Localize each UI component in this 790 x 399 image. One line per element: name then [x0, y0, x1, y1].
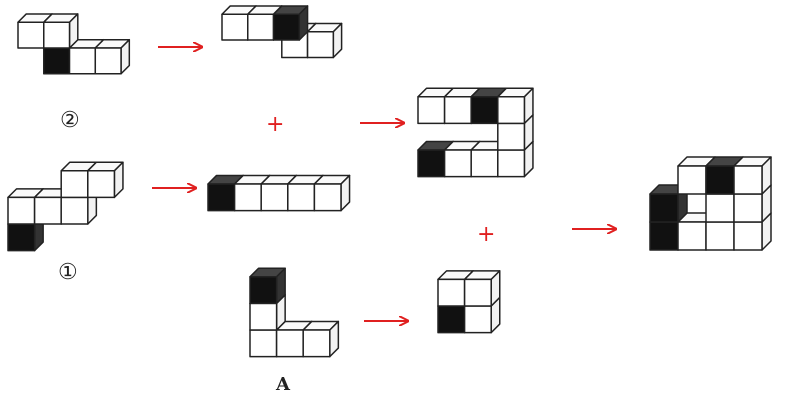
cube-front-face [7, 196, 36, 225]
cube-front-face [17, 21, 45, 49]
cube-front-face [94, 47, 122, 75]
piece-label-a: A [276, 374, 290, 395]
combined-2-1 [417, 87, 534, 178]
cube-front-face [306, 30, 335, 59]
cube-front-face [233, 183, 262, 212]
cube-front-face [705, 221, 735, 251]
cube-front-face [60, 196, 89, 225]
cube-front-face [463, 278, 492, 307]
plus-sign-top: + [266, 112, 285, 137]
cube-front-face [443, 149, 472, 178]
cube-front-face [437, 305, 466, 334]
cube-front-face [60, 170, 89, 199]
cube-front-face [87, 170, 116, 199]
piece-2-original [17, 13, 131, 75]
cube-front-face [705, 193, 735, 223]
cube-front-face [463, 305, 492, 334]
piece-a-original [249, 267, 340, 358]
cube-front-face [302, 329, 331, 358]
plus-sign-right: + [477, 222, 496, 247]
cube-front-face [260, 183, 289, 212]
cube-front-face [249, 276, 278, 305]
cube-front-face [33, 196, 62, 225]
cube-front-face [733, 165, 763, 195]
cube-front-face [497, 96, 526, 125]
cube-front-face [649, 221, 679, 251]
cube-front-face [7, 223, 36, 252]
cube-front-face [443, 96, 472, 125]
cube-front-face [247, 13, 275, 41]
cube-front-face [313, 183, 342, 212]
cube-front-face [470, 96, 499, 125]
cube-front-face [287, 183, 316, 212]
cube-front-face [43, 47, 71, 75]
cube-front-face [497, 149, 526, 178]
piece-a-rotated [437, 270, 501, 334]
piece-label-2: ② [60, 108, 80, 133]
cube-front-face [417, 96, 446, 125]
cube-front-face [207, 183, 236, 212]
cube-front-face [272, 13, 301, 41]
piece-label-1: ① [58, 260, 78, 285]
cube-front-face [649, 193, 679, 223]
cube-front-face [733, 193, 763, 223]
cube-front-face [470, 149, 499, 178]
final-assembly [649, 156, 772, 251]
cube-front-face [249, 329, 278, 358]
cube-front-face [437, 278, 466, 307]
arrows-layer [152, 47, 616, 321]
cube-front-face [249, 302, 278, 331]
cube-front-face [275, 329, 304, 358]
piece-2-rotated [221, 5, 343, 59]
cube-front-face [677, 165, 707, 195]
cube-front-face [677, 221, 707, 251]
piece-1-rotated [207, 174, 351, 212]
cube-front-face [43, 21, 71, 49]
piece-1-original [7, 161, 124, 252]
cube-front-face [221, 13, 249, 41]
cube-front-face [733, 221, 763, 251]
cube-front-face [68, 47, 97, 75]
cube-front-face [705, 165, 735, 195]
cube-front-face [417, 149, 446, 178]
pieces-layer [7, 5, 772, 358]
cube-front-face [497, 122, 526, 151]
